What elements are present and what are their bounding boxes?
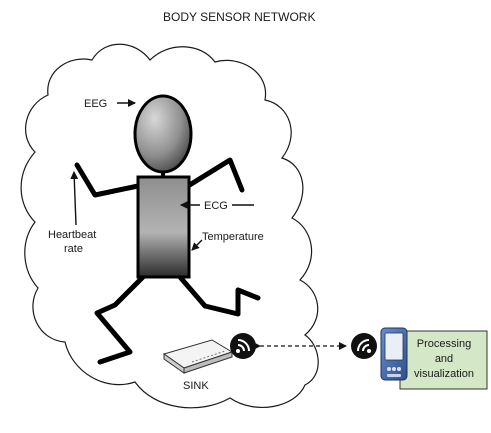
sink-router-icon (162, 339, 234, 374)
left-arm (74, 162, 141, 198)
heartbeat-label-line1: Heartbeat (48, 229, 96, 241)
head (133, 94, 193, 174)
torso (136, 175, 191, 279)
right-arm (185, 157, 245, 193)
processing-label-line1: Processing (417, 338, 471, 350)
temperature-label: Temperature (202, 231, 264, 243)
heartbeat-arrow (70, 171, 79, 226)
processing-label-line3: visualization (414, 368, 474, 380)
eeg-label: EEG (84, 98, 107, 110)
human-figure (74, 157, 261, 365)
processing-label-line2: and (435, 353, 453, 365)
wireless-signal-icon (351, 333, 377, 359)
sink-label: SINK (183, 380, 209, 392)
wireless-signal-icon (230, 333, 256, 359)
left-leg (94, 274, 146, 365)
pda-icon (380, 327, 408, 381)
ecg-label: ECG (204, 200, 228, 212)
heartbeat-label-line2: rate (64, 243, 83, 255)
diagram-title: BODY SENSOR NETWORK (163, 10, 315, 24)
processing-box (399, 330, 488, 390)
right-leg (177, 274, 261, 317)
temperature-arrow (191, 239, 203, 251)
